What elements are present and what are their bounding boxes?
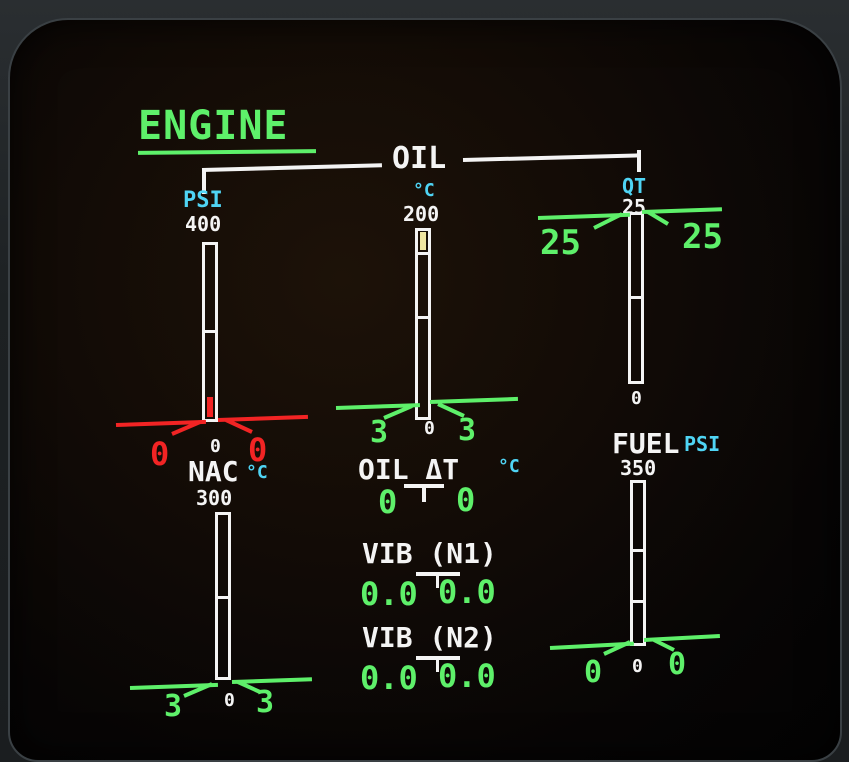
vib-n1-divider-stem: [436, 572, 439, 588]
oil-press-mid-tick: [202, 330, 218, 333]
vib-n2-divider-stem: [436, 656, 439, 672]
oil-press-scale-max: 400: [185, 212, 222, 236]
oil-temp-right-pointer-icon: [437, 402, 465, 418]
title-underline: [137, 149, 317, 155]
oil-delta-t-left-value: 0: [378, 483, 398, 521]
oil-bracket-left-drop: [202, 170, 206, 194]
fuel-press-right-pointer-icon: [653, 638, 675, 652]
nac-temp-left-pointer-icon: [183, 682, 213, 698]
oil-qty-right-value: 25: [682, 217, 723, 257]
oil-temp-bar: [415, 228, 431, 420]
fuel-press-right-value: 0: [668, 647, 687, 682]
nac-temp-mid-tick: [215, 596, 231, 599]
oil-qty-mid-tick: [628, 296, 644, 299]
oil-temp-left-value: 3: [370, 415, 389, 450]
oil-bracket-right-drop: [637, 150, 641, 172]
oil-temp-mid-tick: [415, 316, 431, 319]
vib-n1-right-value: 0.0: [438, 573, 496, 611]
oil-press-right-value: 0: [248, 431, 268, 469]
oil-delta-t-divider-stem: [422, 484, 426, 502]
vib-n2-left-value: 0.0: [360, 659, 418, 697]
oil-press-left-pointer-icon: [171, 420, 201, 436]
oil-delta-t-label: OIL ΔT: [358, 453, 460, 486]
vib-n1-label: VIB (N1): [362, 537, 497, 570]
oil-bracket-right: [462, 153, 639, 162]
oil-delta-t-right-value: 0: [456, 481, 476, 519]
oil-qty-unit: QT: [622, 174, 647, 198]
fuel-press-upper-tick: [630, 549, 646, 552]
oil-press-scale-min: 0: [210, 436, 221, 457]
fuel-press-left-pointer-icon: [603, 640, 631, 656]
oil-qty-left-pointer-icon: [593, 212, 623, 230]
oil-temp-scale-min: 0: [424, 418, 435, 439]
fuel-press-label: FUEL: [612, 427, 680, 460]
nac-temp-label: NAC: [188, 455, 239, 488]
oil-qty-left-value: 25: [540, 223, 581, 263]
oil-press-fill: [207, 397, 213, 417]
page-title: ENGINE: [138, 103, 289, 149]
oil-qty-right-pointer-icon: [646, 210, 670, 226]
engine-display-screen: ENGINE OIL PSI 400 0 0 0 °C 200: [8, 18, 842, 762]
nac-temp-scale-max: 300: [196, 486, 233, 510]
nac-temp-unit: °C: [246, 462, 268, 483]
oil-press-right-pointer-icon: [225, 418, 253, 434]
oil-temp-scale-max: 200: [403, 202, 440, 226]
oil-qty-scale-min: 0: [631, 388, 642, 409]
nac-temp-right-value: 3: [256, 685, 275, 720]
oil-press-unit: PSI: [183, 188, 223, 213]
fuel-press-scale-min: 0: [632, 656, 643, 677]
oil-temp-unit: °C: [413, 180, 435, 201]
vib-n1-left-value: 0.0: [360, 575, 418, 613]
oil-press-left-value: 0: [150, 435, 170, 473]
fuel-press-bar: [630, 480, 646, 646]
fuel-press-scale-max: 350: [620, 456, 657, 480]
nac-temp-scale-min: 0: [224, 690, 235, 711]
oil-bracket-left: [201, 163, 382, 172]
fuel-press-lower-tick: [630, 600, 646, 603]
fuel-press-unit: PSI: [684, 432, 721, 456]
oil-temp-fill: [420, 232, 426, 250]
fuel-press-left-value: 0: [584, 655, 603, 690]
oil-temp-upper-tick: [415, 252, 431, 255]
oil-temp-left-pointer-icon: [383, 404, 413, 420]
oil-group-label: OIL: [392, 141, 447, 176]
vib-n2-right-value: 0.0: [438, 657, 496, 695]
oil-delta-t-unit: °C: [498, 456, 520, 477]
nac-temp-right-pointer-icon: [237, 680, 261, 694]
vib-n2-label: VIB (N2): [362, 621, 497, 654]
oil-temp-right-value: 3: [458, 413, 477, 448]
nac-temp-left-value: 3: [164, 689, 183, 724]
